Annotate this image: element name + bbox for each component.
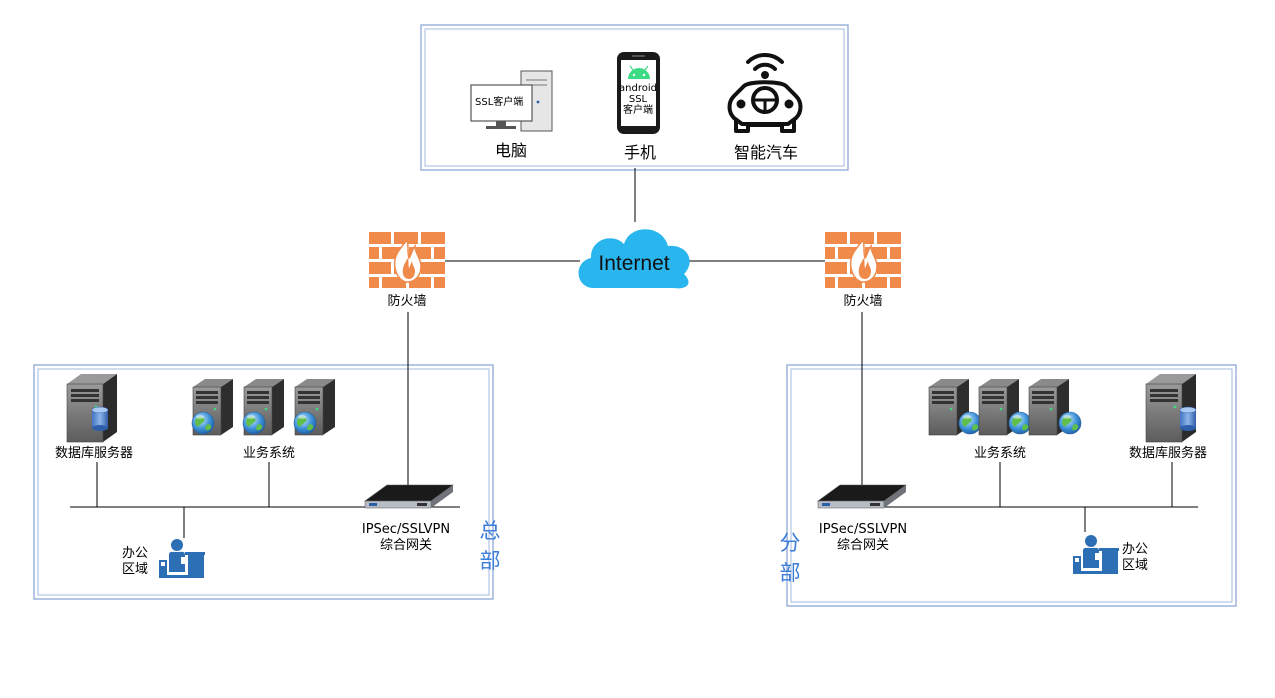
branch-vpn-line-2: 综合网关 [836, 538, 890, 553]
branch-office-line-2: 区域 [1122, 558, 1149, 573]
hq-vpn-label: IPSec/SSLVPN 综合网关 [362, 522, 450, 554]
hq-biz-servers-icon [191, 378, 336, 436]
phone-line-1: android [619, 83, 657, 94]
hq-office-label: 办公 区域 [122, 546, 148, 578]
smartphone-icon [617, 52, 660, 134]
hq-vpn-line-2: 综合网关 [379, 538, 433, 553]
phone-screen-text: android SSL 客户端 [619, 83, 657, 116]
phone-label: 手机 [623, 143, 657, 162]
internet-label: Internet [598, 252, 670, 275]
hq-office-icon [159, 539, 205, 578]
hq-region-char-1: 总 [479, 519, 501, 543]
branch-office-line-1: 办公 [1122, 542, 1149, 557]
branch-office-label: 办公 区域 [1122, 542, 1148, 574]
branch-office-icon [1073, 535, 1119, 574]
car-label: 智能汽车 [733, 143, 799, 162]
branch-vpn-line-1: IPSec/SSLVPN [818, 522, 908, 537]
hq-region-char-2: 部 [479, 549, 501, 573]
branch-vpn-gateway-icon [817, 484, 907, 509]
connected-car-icon [727, 52, 803, 133]
branch-biz-label: 业务系统 [973, 446, 1027, 461]
firewall-right-label: 防火墙 [843, 294, 883, 309]
branch-vpn-label: IPSec/SSLVPN 综合网关 [819, 522, 907, 554]
hq-vpn-line-1: IPSec/SSLVPN [361, 522, 451, 537]
hq-db-server-icon [66, 373, 118, 443]
branch-db-server-icon [1145, 373, 1197, 443]
hq-biz-label: 业务系统 [242, 446, 296, 461]
phone-line-2: SSL [628, 94, 648, 105]
branch-biz-servers-icon [928, 378, 1082, 436]
hq-office-line-2: 区域 [122, 562, 149, 577]
cloud-icon [578, 229, 690, 289]
branch-frame [786, 364, 1237, 607]
hq-vpn-gateway-icon [364, 484, 454, 509]
hq-region-label: 总 部 [477, 516, 503, 576]
branch-region-label: 分 部 [777, 528, 803, 588]
firewall-left-icon [368, 231, 446, 289]
branch-region-char-2: 部 [779, 561, 801, 585]
pc-screen-text: SSL客户端 [475, 97, 524, 108]
pc-icon [470, 70, 553, 132]
hq-office-line-1: 办公 [122, 546, 149, 561]
firewall-left-label: 防火墙 [387, 294, 427, 309]
links [70, 168, 1198, 538]
branch-region-char-1: 分 [779, 531, 801, 555]
hq-db-label: 数据库服务器 [54, 446, 134, 461]
hq-frame [33, 364, 494, 600]
phone-line-3: 客户端 [622, 105, 653, 116]
branch-db-label: 数据库服务器 [1128, 446, 1208, 461]
pc-label: 电脑 [494, 141, 528, 160]
firewall-right-icon [824, 231, 902, 289]
